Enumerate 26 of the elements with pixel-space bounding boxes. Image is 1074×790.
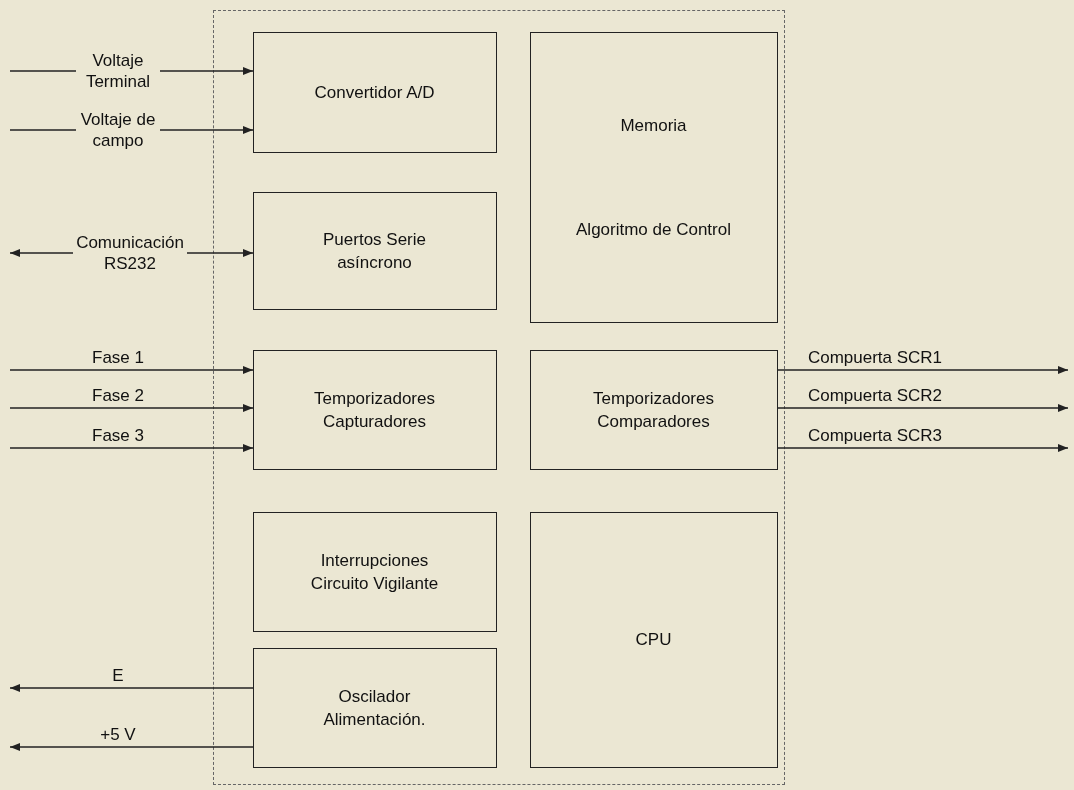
block-label: Oscilador Alimentación. — [322, 685, 427, 731]
block-label: Temporizadores Comparadores — [592, 387, 715, 433]
process-box — [252, 511, 497, 632]
process-box — [252, 349, 497, 470]
arrow — [777, 404, 1069, 412]
arrow — [777, 444, 1069, 452]
process-box — [529, 31, 778, 323]
arrow — [9, 684, 254, 692]
process-box — [252, 191, 497, 310]
block-label: Interrupciones Circuito Vigilante — [309, 549, 440, 595]
block-label: Memoria — [619, 114, 688, 137]
arrow — [9, 444, 254, 452]
block-label: Temporizadores Capturadores — [313, 387, 436, 433]
arrow — [777, 366, 1069, 374]
process-box — [529, 511, 778, 768]
process-box — [252, 31, 497, 153]
arrow — [9, 743, 254, 751]
arrow — [9, 366, 254, 374]
process-box — [529, 349, 778, 470]
arrow — [9, 404, 254, 412]
block-label: CPU — [634, 629, 673, 651]
block-label: Puertos Serie asíncrono — [322, 228, 427, 274]
block-label: Convertidor A/D — [313, 81, 436, 104]
dashed-boundary-box — [213, 10, 785, 785]
block-label: Algoritmo de Control — [575, 218, 732, 241]
process-box — [252, 647, 497, 768]
